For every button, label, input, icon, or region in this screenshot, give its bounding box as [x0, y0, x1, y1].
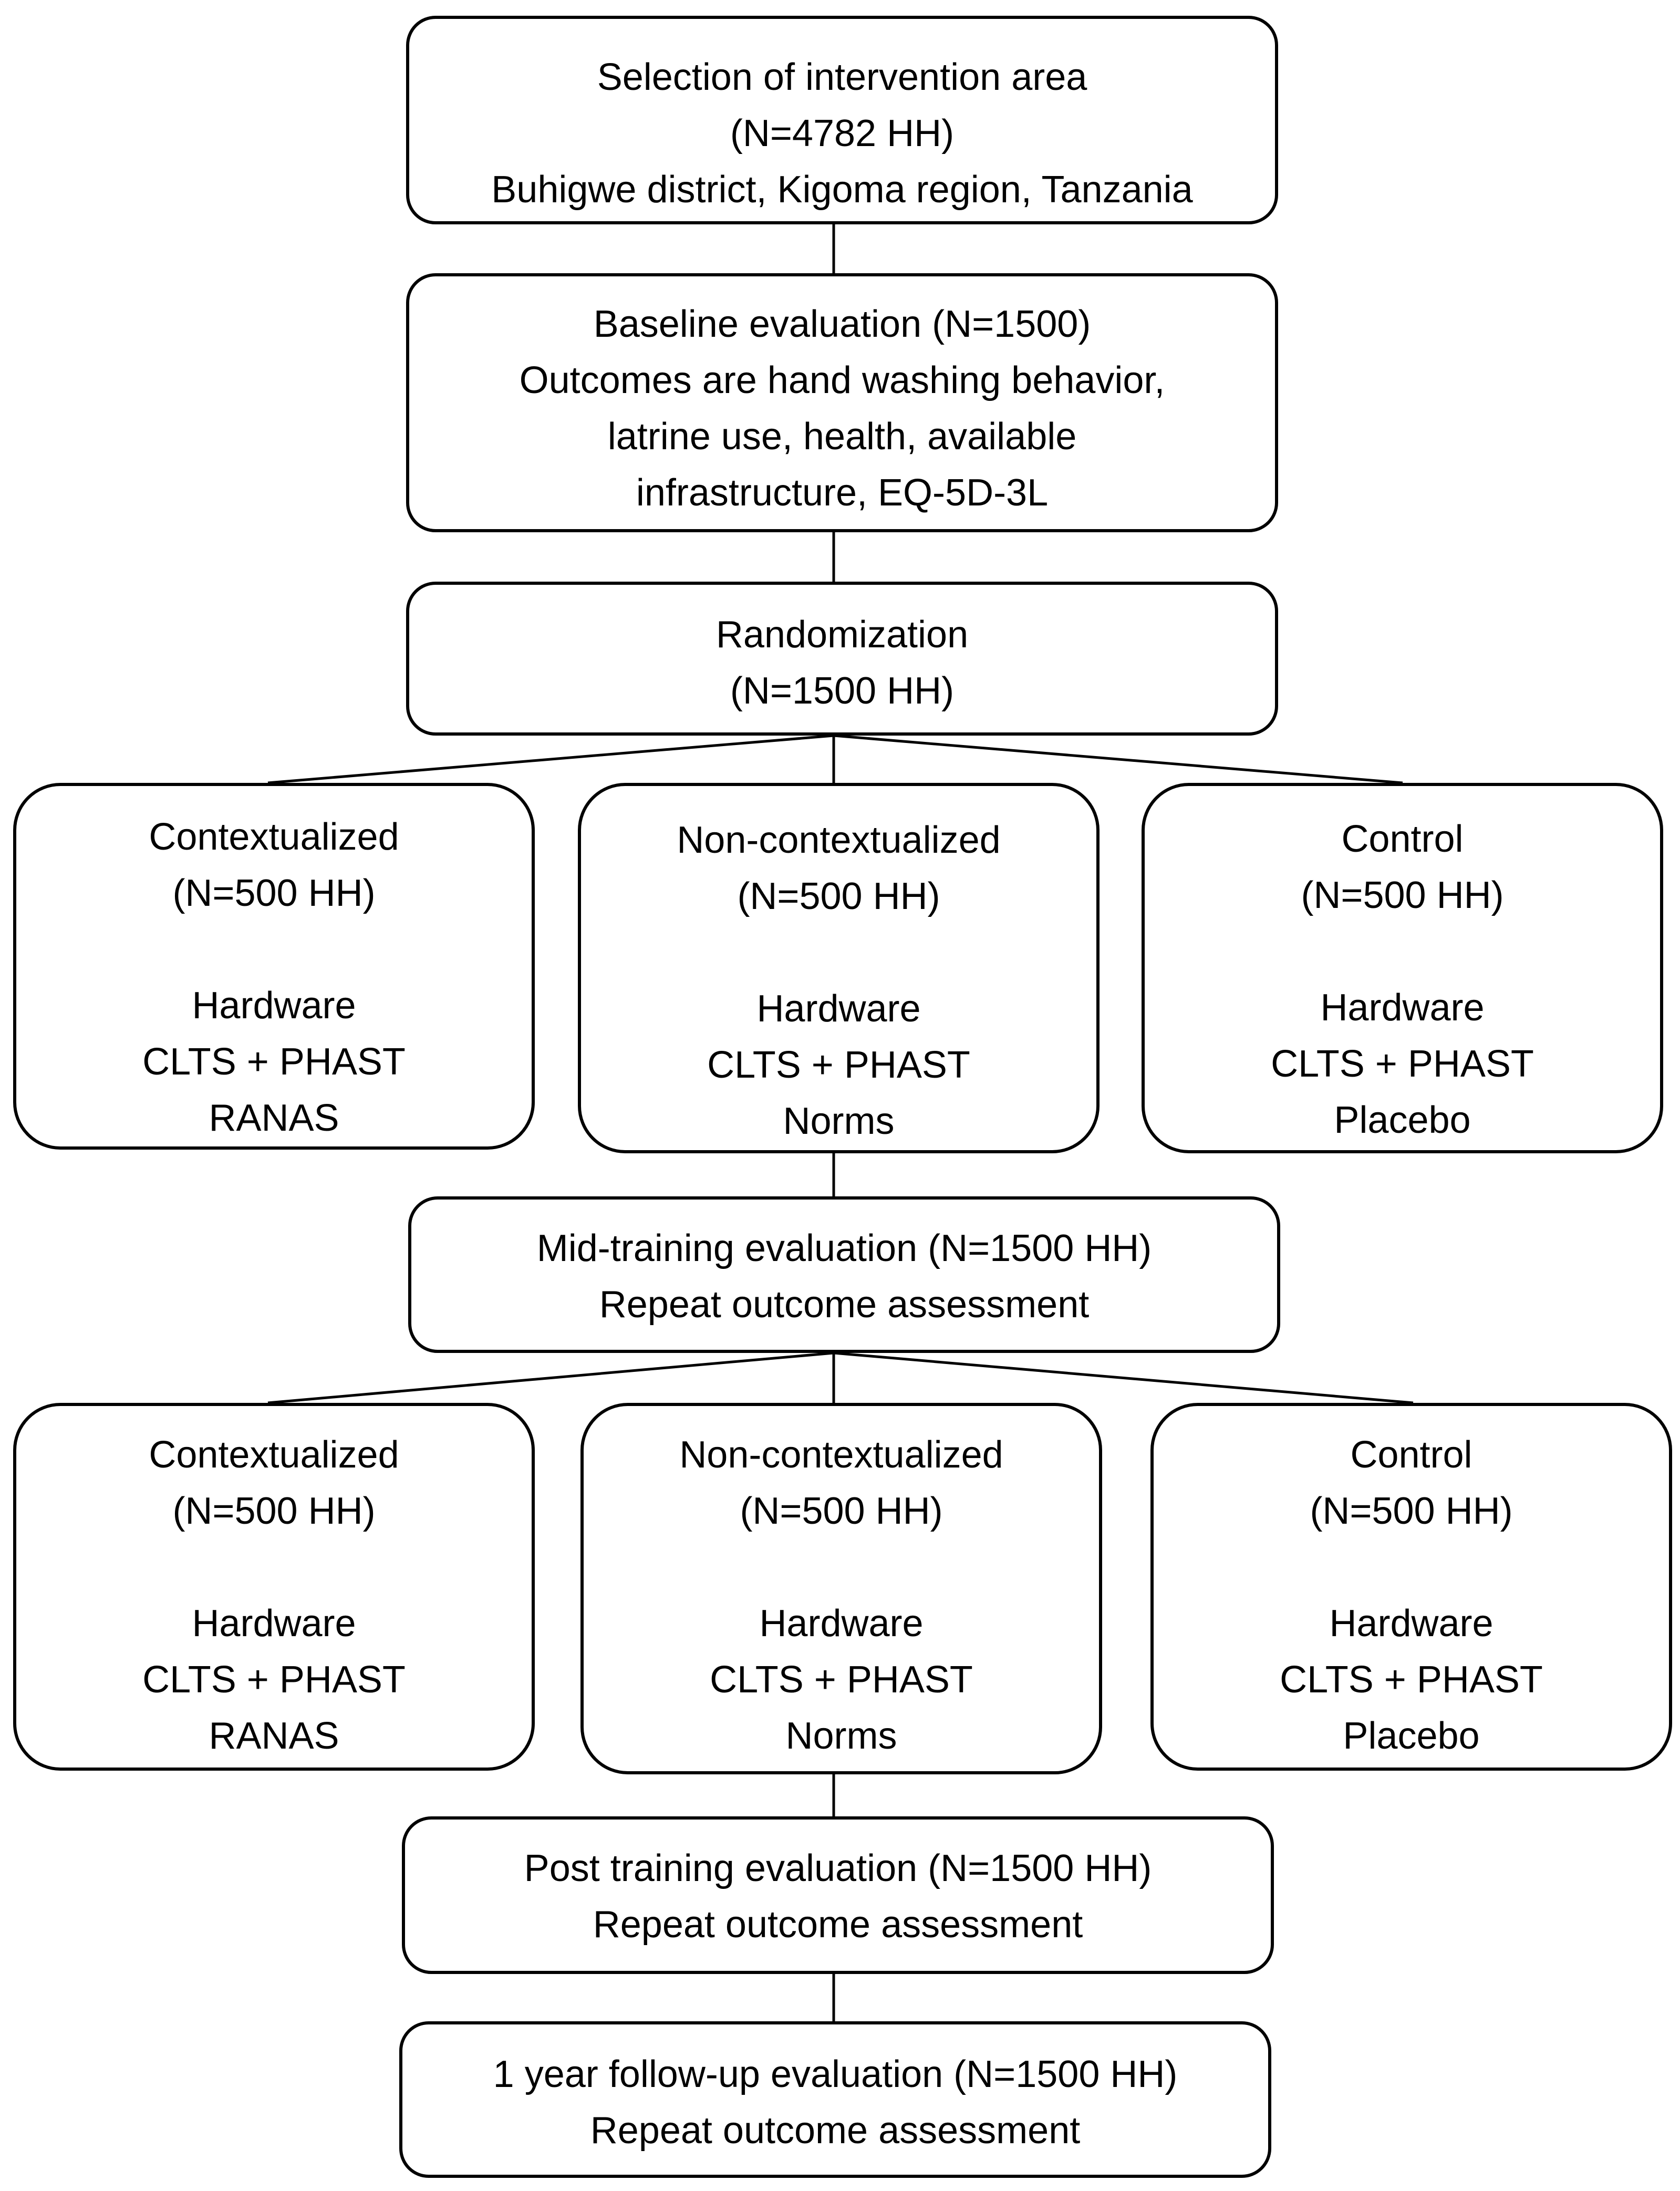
baseline-outcomes-line1: Outcomes are hand washing behavior,	[519, 359, 1165, 401]
follow-up-subtitle: Repeat outcome assessment	[590, 2110, 1081, 2152]
arm2-noncontextualized-box: Non-contextualized (N=500 HH) Hardware C…	[580, 1403, 1102, 1774]
selection-title: Selection of intervention area	[597, 56, 1087, 98]
follow-up-title: 1 year follow-up evaluation (N=1500 HH)	[493, 2053, 1178, 2095]
baseline-title: Baseline evaluation (N=1500)	[593, 303, 1091, 345]
arm-item-clts-phast: CLTS + PHAST	[142, 1041, 406, 1083]
mid-training-box: Mid-training evaluation (N=1500 HH) Repe…	[408, 1196, 1280, 1353]
follow-up-box: 1 year follow-up evaluation (N=1500 HH) …	[399, 2021, 1271, 2178]
baseline-box: Baseline evaluation (N=1500) Outcomes ar…	[406, 273, 1278, 532]
baseline-outcomes-line3: infrastructure, EQ-5D-3L	[636, 472, 1049, 514]
arm-item-hardware: Hardware	[192, 1603, 356, 1645]
post-training-subtitle: Repeat outcome assessment	[593, 1904, 1083, 1946]
arm-item-placebo: Placebo	[1334, 1099, 1471, 1141]
arm-item-hardware: Hardware	[192, 985, 356, 1027]
arm-item-norms: Norms	[783, 1100, 895, 1142]
post-training-box: Post training evaluation (N=1500 HH) Rep…	[402, 1816, 1274, 1974]
arm1-noncontextualized-box: Non-contextualized (N=500 HH) Hardware C…	[578, 783, 1100, 1153]
selection-location: Buhigwe district, Kigoma region, Tanzani…	[491, 169, 1193, 211]
arm-item-clts-phast: CLTS + PHAST	[1271, 1043, 1534, 1085]
arm-count: (N=500 HH)	[740, 1490, 943, 1532]
connector-to-arm1-contextualized	[267, 734, 834, 784]
arm-item-hardware: Hardware	[1320, 987, 1485, 1029]
arm-item-norms: Norms	[785, 1715, 897, 1757]
arm-title: Control	[1341, 818, 1464, 860]
connector-to-arm2-contextualized	[267, 1351, 834, 1404]
arm1-control-box: Control (N=500 HH) Hardware CLTS + PHAST…	[1142, 783, 1663, 1153]
randomization-count: (N=1500 HH)	[730, 670, 955, 712]
post-training-title: Post training evaluation (N=1500 HH)	[524, 1847, 1152, 1889]
arm-item-ranas: RANAS	[209, 1715, 339, 1757]
mid-training-subtitle: Repeat outcome assessment	[599, 1284, 1090, 1326]
arm-item-hardware: Hardware	[759, 1603, 924, 1645]
arm-item-clts-phast: CLTS + PHAST	[707, 1044, 970, 1086]
connector-to-arm1-control	[833, 734, 1403, 784]
arm-item-hardware: Hardware	[756, 988, 921, 1030]
arm1-contextualized-box: Contextualized (N=500 HH) Hardware CLTS …	[13, 783, 535, 1150]
arm-item-ranas: RANAS	[209, 1097, 339, 1139]
connector-to-arm2-control	[833, 1351, 1414, 1404]
arm-item-hardware: Hardware	[1329, 1603, 1494, 1645]
arm-count: (N=500 HH)	[737, 875, 940, 917]
arm-item-clts-phast: CLTS + PHAST	[710, 1659, 973, 1701]
selection-count: (N=4782 HH)	[730, 112, 955, 154]
arm-item-placebo: Placebo	[1343, 1715, 1480, 1757]
arm-item-clts-phast: CLTS + PHAST	[1280, 1659, 1543, 1701]
arm-title: Contextualized	[149, 1434, 399, 1476]
arm-title: Non-contextualized	[679, 1434, 1003, 1476]
arm-title: Control	[1350, 1434, 1472, 1476]
arm-count: (N=500 HH)	[172, 872, 376, 914]
baseline-outcomes-line2: latrine use, health, available	[607, 416, 1077, 458]
arm2-contextualized-box: Contextualized (N=500 HH) Hardware CLTS …	[13, 1403, 535, 1771]
randomization-box: Randomization (N=1500 HH)	[406, 582, 1278, 736]
arm-count: (N=500 HH)	[1310, 1490, 1513, 1532]
arm-title: Non-contextualized	[677, 819, 1001, 861]
mid-training-title: Mid-training evaluation (N=1500 HH)	[536, 1227, 1152, 1269]
arm-item-clts-phast: CLTS + PHAST	[142, 1659, 406, 1701]
arm-count: (N=500 HH)	[1301, 874, 1504, 916]
selection-box: Selection of intervention area (N=4782 H…	[406, 16, 1278, 224]
randomization-title: Randomization	[715, 614, 969, 656]
arm-title: Contextualized	[149, 816, 399, 858]
arm-count: (N=500 HH)	[172, 1490, 376, 1532]
arm2-control-box: Control (N=500 HH) Hardware CLTS + PHAST…	[1150, 1403, 1672, 1771]
